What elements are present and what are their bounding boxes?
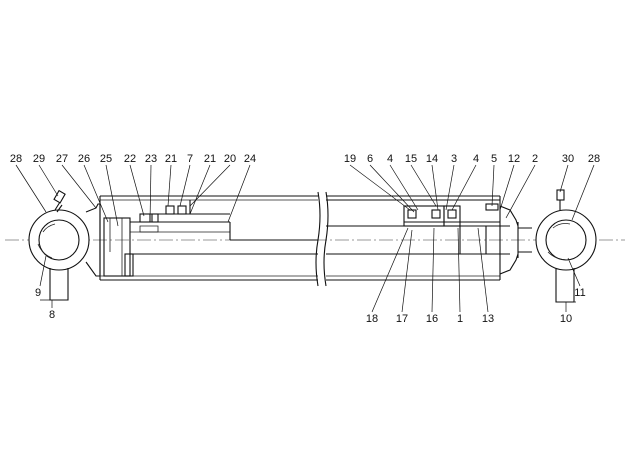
callout-27: 27 <box>56 153 68 165</box>
left-eye-mount <box>28 189 90 301</box>
leader-lines <box>15 164 595 313</box>
right-eye-mount <box>518 189 597 303</box>
callout-21b: 21 <box>204 153 216 165</box>
cylinder-tube-left <box>85 191 321 287</box>
callout-6: 6 <box>367 153 373 165</box>
callout-29: 29 <box>33 153 45 165</box>
callout-30: 30 <box>562 153 574 165</box>
callout-15: 15 <box>405 153 417 165</box>
callout-3: 3 <box>451 153 457 165</box>
callout-4a: 4 <box>387 153 393 165</box>
callout-11: 11 <box>574 287 585 299</box>
callout-28-left: 28 <box>10 153 22 165</box>
callout-23: 23 <box>145 153 157 165</box>
callout-5: 5 <box>491 153 497 165</box>
callout-22: 22 <box>124 153 136 165</box>
callout-24: 24 <box>244 153 256 165</box>
callout-7: 7 <box>187 153 193 165</box>
callout-1: 1 <box>457 313 463 325</box>
callout-26: 26 <box>78 153 90 165</box>
callout-2: 2 <box>532 153 538 165</box>
callout-labels-bottom: 9 8 18 17 16 1 13 11 10 <box>35 287 586 325</box>
callout-21a: 21 <box>165 153 177 165</box>
callout-16: 16 <box>426 313 438 325</box>
callout-labels-top-left: 28 29 27 26 25 22 23 21 7 21 20 24 <box>10 153 256 165</box>
callout-19: 19 <box>344 153 356 165</box>
callout-12: 12 <box>508 153 520 165</box>
callout-28-right: 28 <box>588 153 600 165</box>
callout-17: 17 <box>396 313 408 325</box>
callout-10: 10 <box>560 313 572 325</box>
callout-14: 14 <box>426 153 438 165</box>
callout-8: 8 <box>49 309 55 321</box>
callout-4b: 4 <box>473 153 479 165</box>
callout-25: 25 <box>100 153 112 165</box>
callout-13: 13 <box>482 313 494 325</box>
callout-9: 9 <box>35 287 41 299</box>
callout-18: 18 <box>366 313 378 325</box>
callout-20: 20 <box>224 153 236 165</box>
callout-labels-top-right: 19 6 4 15 14 3 4 5 12 2 30 28 <box>344 153 600 165</box>
cylinder-tube-right <box>323 191 519 287</box>
